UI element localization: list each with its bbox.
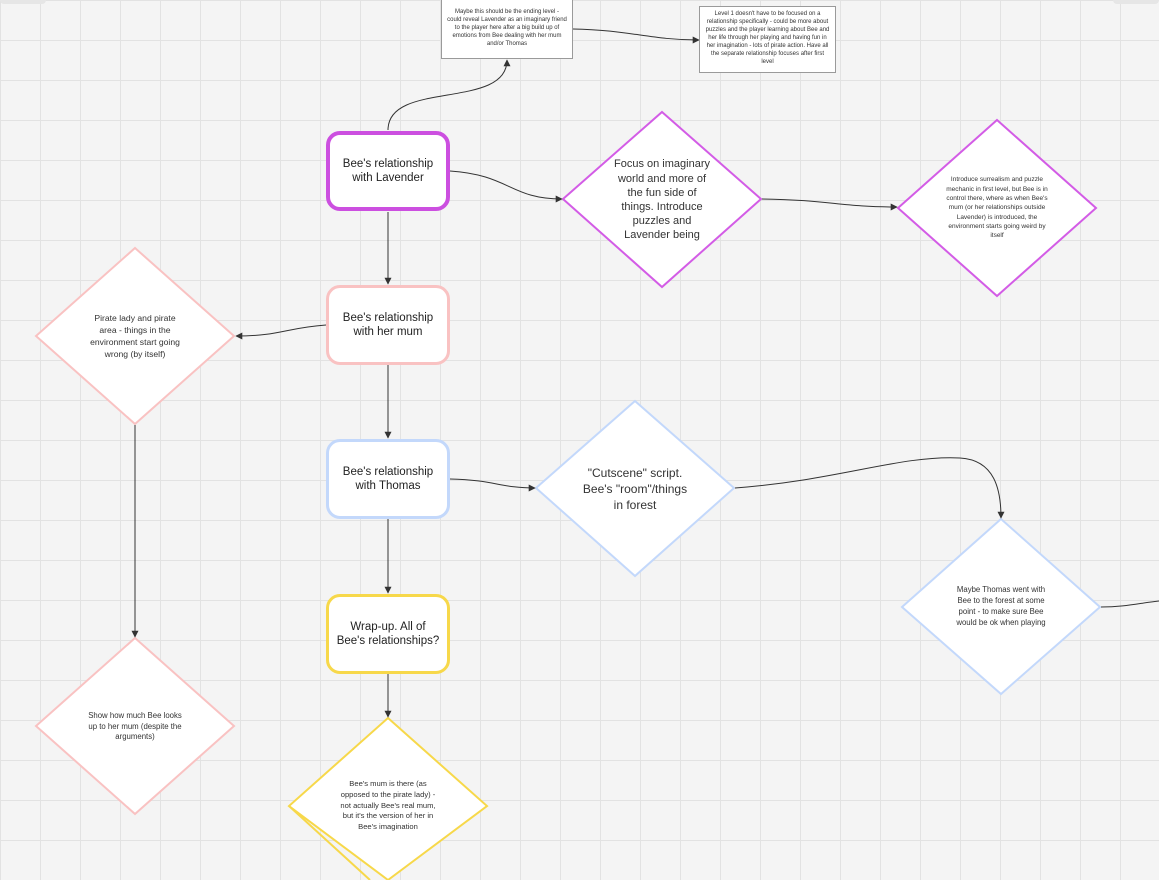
note-ending-level-text: Maybe this should be the ending level - … bbox=[447, 9, 567, 47]
diamond-pirate[interactable] bbox=[34, 246, 236, 426]
connector-cutscene-to-forest bbox=[734, 457, 1005, 519]
top-left-corner-shape bbox=[0, 0, 46, 4]
diamond-pirate-text: Pirate lady and pirate area - things in … bbox=[90, 313, 180, 359]
connector-ending-to-level1-note bbox=[572, 28, 700, 44]
note-level-1-text: Level 1 doesn't have to be focused on a … bbox=[705, 11, 830, 65]
diamond-cutscene-text: "Cutscene" script. Bee's "room"/things i… bbox=[582, 466, 688, 512]
node-wrapup-label: Wrap-up. All of Bee's relationships? bbox=[336, 621, 440, 647]
connector-lavender-to-imaginary bbox=[449, 170, 563, 203]
diamond-surrealism[interactable] bbox=[896, 118, 1098, 298]
diamond-surrealism-text: Introduce surrealism and puzzle mechanic… bbox=[946, 176, 1048, 240]
note-ending-level[interactable]: Maybe this should be the ending level - … bbox=[441, 0, 573, 59]
diamond-imaginary[interactable] bbox=[561, 110, 763, 289]
connector-imaginary-to-surrealism bbox=[761, 198, 898, 211]
node-lavender-label: Bee's relationship with Lavender bbox=[342, 158, 434, 184]
diamond-mumthere-text: Bee's mum is there (as opposed to the pi… bbox=[340, 779, 436, 832]
node-lavender[interactable]: Bee's relationship with Lavender bbox=[326, 131, 450, 211]
node-mum-label: Bee's relationship with her mum bbox=[342, 312, 434, 338]
diamond-forest-text: Maybe Thomas went with Bee to the forest… bbox=[956, 585, 1046, 627]
diamond-forest[interactable] bbox=[900, 517, 1102, 696]
note-level-1[interactable]: Level 1 doesn't have to be focused on a … bbox=[699, 6, 836, 73]
diamond-looksup-text: Show how much Bee looks up to her mum (d… bbox=[88, 711, 182, 742]
node-thomas-label: Bee's relationship with Thomas bbox=[342, 466, 434, 492]
node-mum[interactable]: Bee's relationship with her mum bbox=[326, 285, 450, 365]
node-thomas[interactable]: Bee's relationship with Thomas bbox=[326, 439, 450, 519]
top-right-corner-shape bbox=[1113, 0, 1159, 4]
connector-mum-to-pirate bbox=[235, 324, 327, 340]
connector-thomas-to-cutscene bbox=[449, 478, 536, 492]
connector-forest-offscreen bbox=[1100, 600, 1159, 608]
diamond-mumthere[interactable] bbox=[287, 716, 489, 880]
diamond-mumthere-bottom-edge bbox=[288, 805, 371, 880]
connector-lavender-to-ending-note bbox=[387, 59, 511, 131]
node-wrapup[interactable]: Wrap-up. All of Bee's relationships? bbox=[326, 594, 450, 674]
diamond-imaginary-text: Focus on imaginary world and more of the… bbox=[614, 158, 710, 242]
diamond-looksup[interactable] bbox=[34, 636, 236, 816]
diamond-cutscene[interactable] bbox=[534, 399, 736, 578]
